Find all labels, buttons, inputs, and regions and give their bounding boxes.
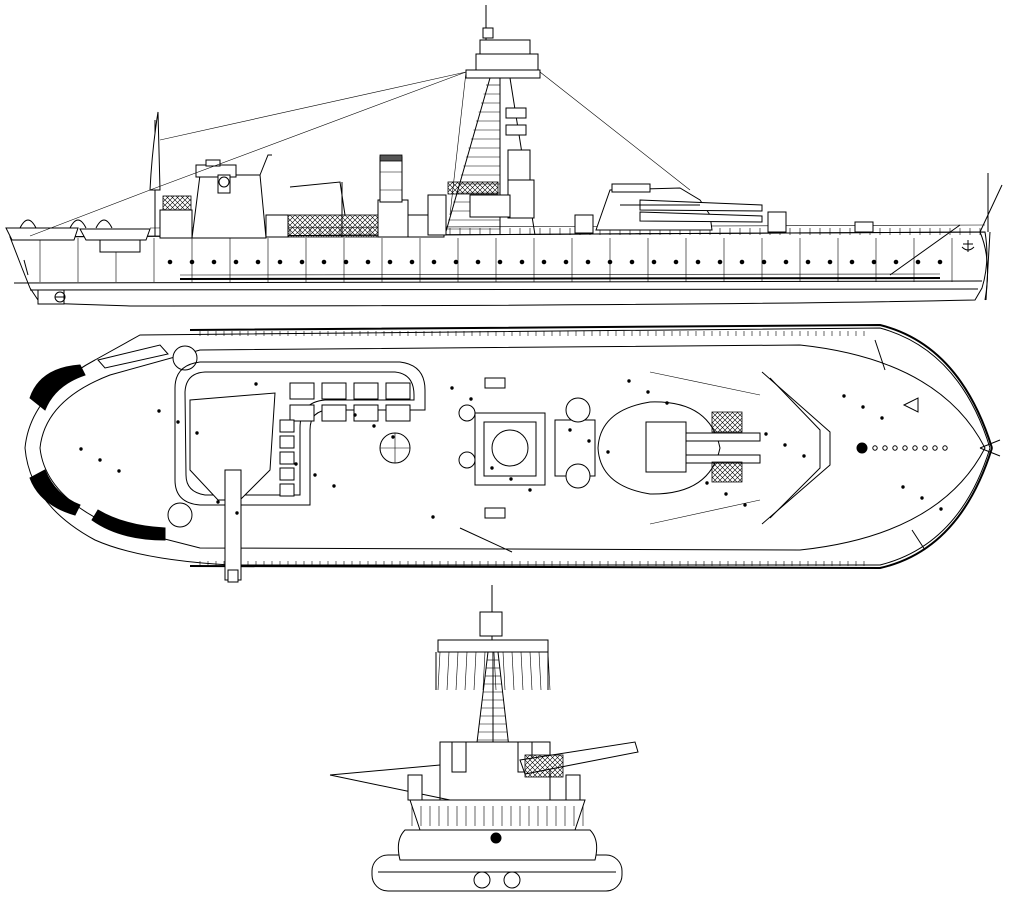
- hull-side: [9, 231, 991, 307]
- main-turret-side: [574, 183, 787, 234]
- stern-boats: [5, 219, 151, 276]
- porthole-row: [167, 259, 943, 265]
- midships-plan: [379, 377, 596, 553]
- forecastle-details: [854, 173, 1003, 276]
- main-turret-plan: [597, 371, 761, 525]
- plan-boats: [29, 344, 198, 541]
- aft-superstructure: [149, 111, 272, 239]
- side-profile-view: [5, 5, 1003, 307]
- plan-view: [24, 323, 1001, 583]
- tripod-mast: [29, 5, 691, 237]
- midships-structures: [265, 154, 499, 238]
- bow-end-view: [329, 585, 639, 892]
- aft-deckhouse-plan: [174, 361, 426, 583]
- forecastle-plan: [761, 339, 1001, 551]
